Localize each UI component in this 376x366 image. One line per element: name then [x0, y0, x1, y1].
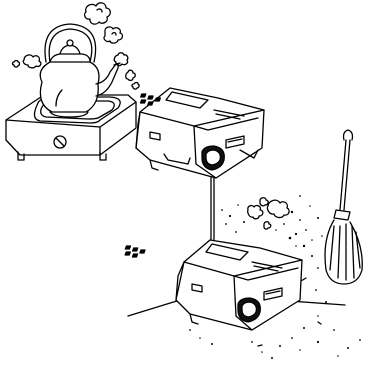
broom-icon — [325, 130, 362, 284]
pole-icon — [211, 176, 214, 240]
projector-icon — [136, 88, 264, 178]
projector-icon — [125, 240, 345, 330]
